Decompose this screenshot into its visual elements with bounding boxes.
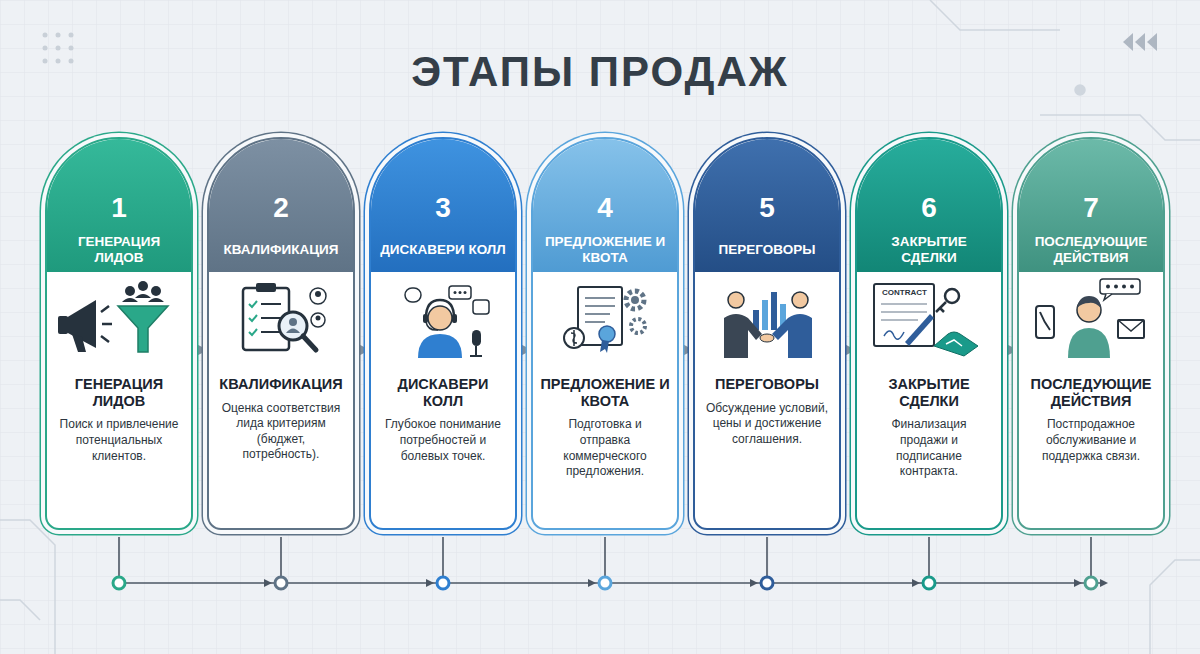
stage-description: Постпродажное обслуживание и поддержка с… [1019, 417, 1163, 464]
stage-title: ЗАКРЫТИЕ СДЕЛКИ [857, 376, 1001, 409]
step-number: 5 [759, 192, 775, 224]
megaphone-funnel-icon [58, 281, 168, 352]
stage-header: ПЕРЕГОВОРЫ [713, 234, 822, 266]
stage-header-band: 3ДИСКАВЕРИ КОЛЛ [371, 139, 515, 272]
proposal-document-icon [564, 287, 645, 353]
negotiation-icon [724, 292, 812, 358]
stage-header-band: 7ПОСЛЕДУЮЩИЕ ДЕЙСТВИЯ [1019, 139, 1163, 272]
title: ЭТАПЫ ПРОДАЖ [0, 48, 1200, 96]
stage-title: ПОСЛЕДУЮЩИЕ ДЕЙСТВИЯ [1019, 376, 1163, 409]
stage-description: Подготовка и отправка коммерческого пред… [533, 417, 677, 479]
stage-connector [1003, 349, 1017, 351]
stage-connector [193, 349, 207, 351]
step-number: 3 [435, 192, 451, 224]
stage-header-band: 5ПЕРЕГОВОРЫ [695, 139, 839, 272]
stage-header: ДИСКАВЕРИ КОЛЛ [374, 234, 512, 266]
stage-header: ПРЕДЛОЖЕНИЕ И КВОТА [533, 234, 677, 266]
step-number: 4 [597, 192, 613, 224]
dot-grid [43, 33, 74, 64]
headset-operator-icon [405, 286, 489, 358]
step-number: 6 [921, 192, 937, 224]
stage-header: ПОСЛЕДУЮЩИЕ ДЕЙСТВИЯ [1019, 234, 1163, 266]
stage-title: ПЕРЕГОВОРЫ [695, 376, 839, 393]
stage-description: Глубокое понимание потребностей и болевы… [371, 417, 515, 464]
step-number: 7 [1083, 192, 1099, 224]
icon-label: CONTRACT [882, 288, 927, 297]
stage-description: Финализация продажи и подписание контрак… [857, 417, 1001, 479]
stage-header-band: 1ГЕНЕРАЦИЯ ЛИДОВ [47, 139, 191, 272]
chevrons-decor [1123, 33, 1157, 51]
stage-description: Обсуждение условий, цены и достижение со… [695, 401, 839, 448]
stage-connector [355, 349, 369, 351]
stage-header-band: 2КВАЛИФИКАЦИЯ [209, 139, 353, 272]
stage-card: 3ДИСКАВЕРИ КОЛЛДИСКАВЕРИ КОЛЛГлубокое по… [369, 137, 517, 530]
step-number: 1 [111, 192, 127, 224]
stage-title: КВАЛИФИКАЦИЯ [209, 376, 353, 393]
stage-header: КВАЛИФИКАЦИЯ [218, 234, 345, 266]
stage-connector [517, 349, 531, 351]
stage-title: ГЕНЕРАЦИЯ ЛИДОВ [47, 376, 191, 409]
stage-header-band: 4ПРЕДЛОЖЕНИЕ И КВОТА [533, 139, 677, 272]
stage-title: ПРЕДЛОЖЕНИЕ И КВОТА [533, 376, 677, 409]
step-number: 2 [273, 192, 289, 224]
stage-title: ДИСКАВЕРИ КОЛЛ [371, 376, 515, 409]
stage-description: Оценка соответствия лида критериям (бюдж… [209, 401, 353, 463]
stage-header: ГЕНЕРАЦИЯ ЛИДОВ [47, 234, 191, 266]
stage-header: ЗАКРЫТИЕ СДЕЛКИ [857, 234, 1001, 266]
stage-header-band: 6ЗАКРЫТИЕ СДЕЛКИ [857, 139, 1001, 272]
stage-connector [841, 349, 855, 351]
followup-icon [1036, 279, 1144, 358]
stage-description: Поиск и привлечение потенциальных клиент… [47, 417, 191, 464]
contract-handshake-icon [874, 284, 978, 356]
stage-connector [679, 349, 693, 351]
clipboard-magnifier-icon [243, 283, 326, 350]
